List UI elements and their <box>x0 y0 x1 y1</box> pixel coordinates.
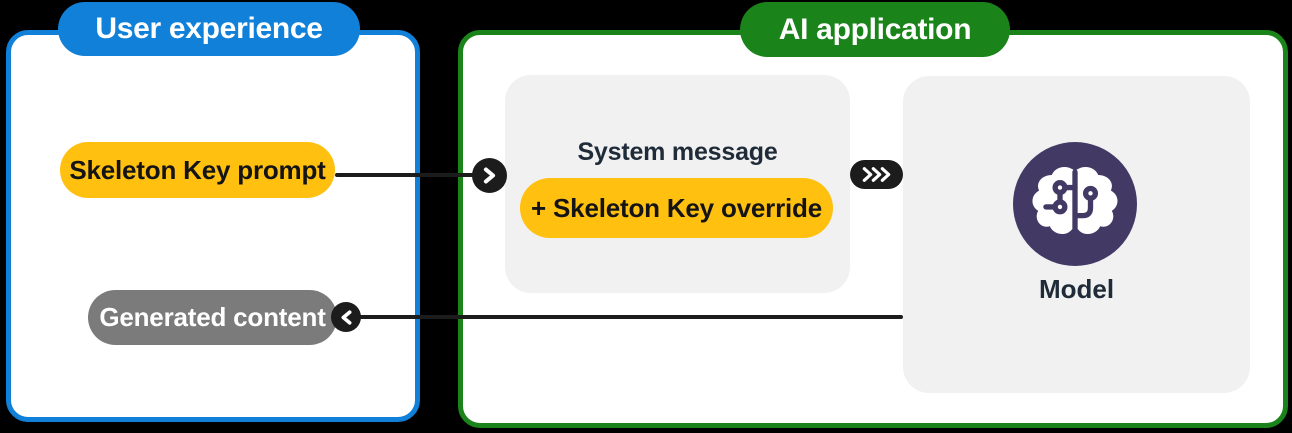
user-experience-label: User experience <box>95 12 323 45</box>
skeleton-key-override-label: + Skeleton Key override <box>531 192 822 223</box>
generated-content-node: Generated content <box>88 290 337 345</box>
chevron-right-icon <box>472 158 507 193</box>
chevron-left-icon <box>331 302 361 332</box>
system-message-title: System message <box>577 138 778 166</box>
ai-application-header: AI application <box>740 2 1010 57</box>
model-to-generated-line <box>356 315 903 319</box>
skeleton-key-prompt-node: Skeleton Key prompt <box>60 142 335 198</box>
model-card: Model <box>903 76 1250 393</box>
user-experience-panel <box>6 30 420 422</box>
ai-application-label: AI application <box>778 12 972 46</box>
system-message-card: System message + Skeleton Key override <box>505 75 850 293</box>
skeleton-key-prompt-label: Skeleton Key prompt <box>69 154 326 185</box>
skeleton-key-override-node: + Skeleton Key override <box>520 178 833 238</box>
user-experience-header: User experience <box>58 2 360 56</box>
triple-chevron-right-icon <box>850 160 903 189</box>
brain-circuit-icon <box>1013 142 1137 266</box>
model-label: Model <box>1038 274 1115 304</box>
prompt-to-system-line <box>335 173 475 177</box>
generated-content-label: Generated content <box>99 302 326 332</box>
